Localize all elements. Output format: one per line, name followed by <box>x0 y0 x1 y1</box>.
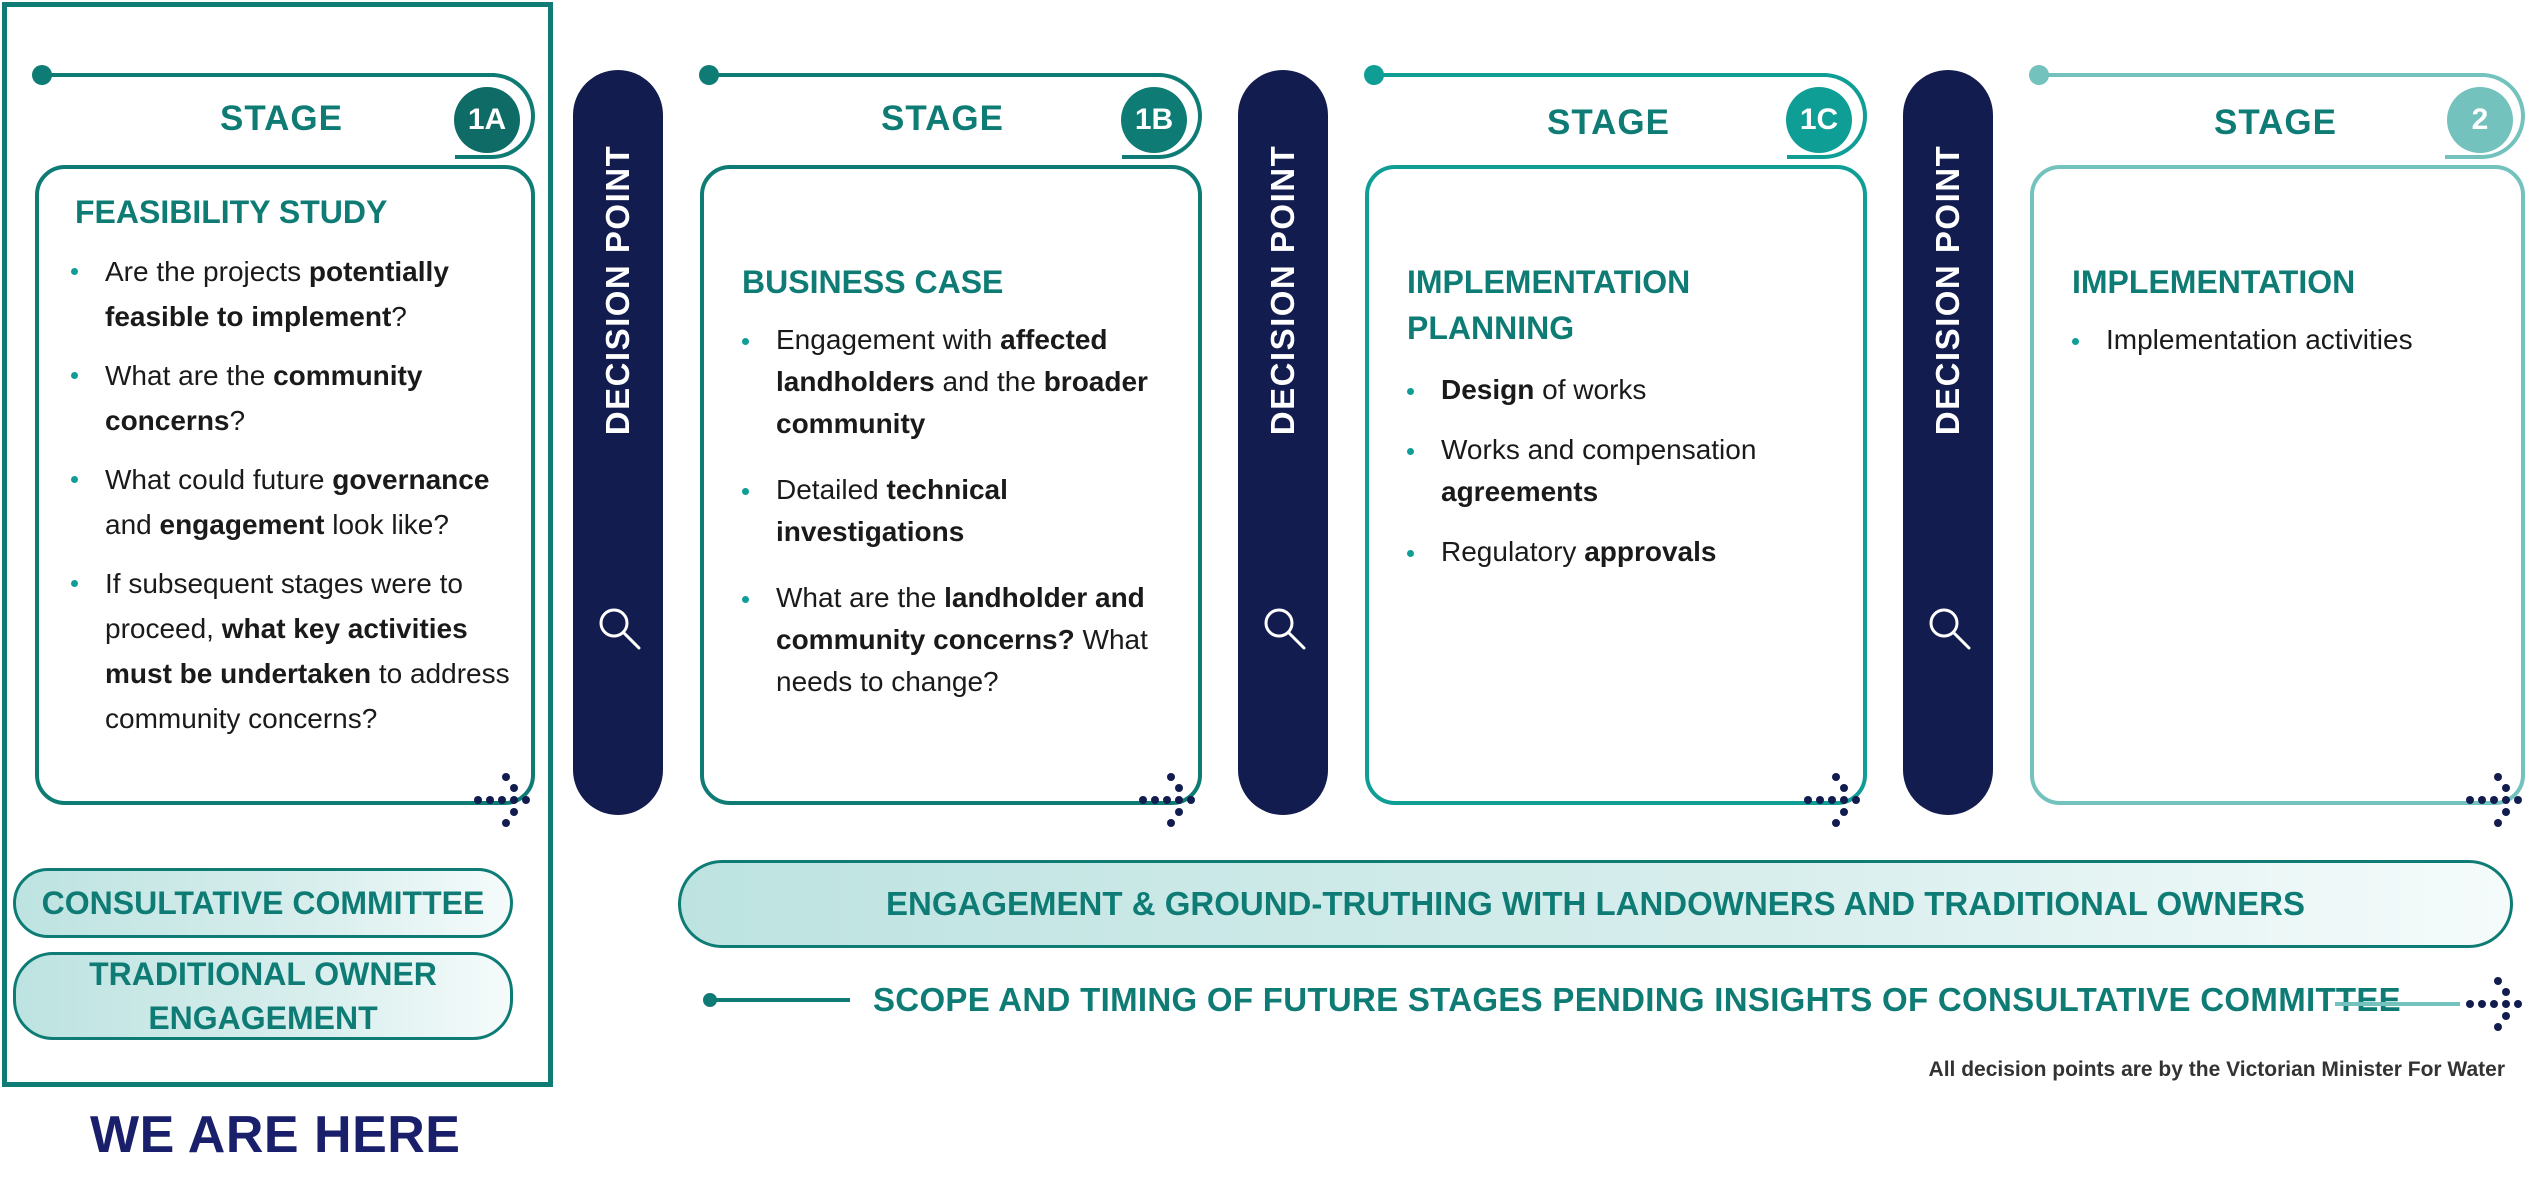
list-item: Engagement with affected landholders and… <box>740 319 1190 445</box>
list-item: What are the landholder and community co… <box>740 577 1190 703</box>
stage-2-header: STAGE 2 <box>2029 65 2525 163</box>
list-item: Are the projects potentially feasible to… <box>69 249 529 339</box>
stage-label: STAGE <box>881 99 1004 138</box>
list-item: Regulatory approvals <box>1405 531 1855 573</box>
stage-label: STAGE <box>220 99 343 138</box>
footnote: All decision points are by the Victorian… <box>1928 1058 2505 1081</box>
consultative-committee-pill: CONSULTATIVE COMMITTEE <box>13 868 513 938</box>
list-item: Detailed technical investigations <box>740 469 1190 553</box>
list-item: What are the community concerns? <box>69 353 529 443</box>
magnifier-icon <box>1929 608 1971 650</box>
engagement-banner: ENGAGEMENT & GROUND-TRUTHING WITH LANDOW… <box>678 860 2513 948</box>
stage-2-bullets: Implementation activities <box>2070 319 2510 375</box>
decision-point-label: DECISION POINT <box>599 144 636 436</box>
list-item: Implementation activities <box>2070 319 2510 361</box>
dots-arrow-icon <box>2466 977 2522 1031</box>
decision-point-label: DECISION POINT <box>1264 144 1301 436</box>
scope-timeline-line-left <box>710 998 850 1002</box>
stage-number-badge: 1C <box>1786 87 1852 153</box>
stage-number-badge: 1B <box>1121 87 1187 153</box>
we-are-here-label: WE ARE HERE <box>90 1106 461 1164</box>
magnifier-icon <box>599 608 641 650</box>
stage-1b-bullets: Engagement with affected landholders and… <box>740 319 1190 717</box>
decision-point-3: DECISION POINT <box>1903 70 1993 815</box>
stage-number-badge: 2 <box>2447 87 2513 153</box>
timeline-dot <box>32 65 52 85</box>
traditional-owner-engagement-pill: TRADITIONAL OWNER ENGAGEMENT <box>13 952 513 1040</box>
stage-number-badge: 1A <box>454 87 520 153</box>
stage-2-card: IMPLEMENTATION Implementation activities <box>2030 165 2525 805</box>
stage-1b-title: BUSINESS CASE <box>742 264 1004 300</box>
stage-1a-bullets: Are the projects potentially feasible to… <box>69 249 529 755</box>
stage-1b-card: BUSINESS CASE Engagement with affected l… <box>700 165 1202 805</box>
dots-arrow-icon <box>2466 773 2522 827</box>
list-item: Works and compensation agreements <box>1405 429 1855 513</box>
magnifier-icon <box>1264 608 1306 650</box>
stage-1c-bullets: Design of works Works and compensation a… <box>1405 369 1855 587</box>
list-item: What could future governance and engagem… <box>69 457 529 547</box>
dots-arrow-icon <box>474 773 530 827</box>
stage-label: STAGE <box>2214 103 2337 142</box>
scope-timeline-line-right <box>2335 1002 2460 1006</box>
decision-point-1: DECISION POINT <box>573 70 663 815</box>
timeline-dot <box>1364 65 1384 85</box>
decision-point-label: DECISION POINT <box>1929 144 1966 436</box>
stage-1a-card: FEASIBILITY STUDY Are the projects poten… <box>35 165 535 805</box>
stage-label: STAGE <box>1547 103 1670 142</box>
stage-1b-header: STAGE 1B <box>699 65 1202 163</box>
dots-arrow-icon <box>1804 773 1860 827</box>
current-stage-highlight <box>2 2 553 1087</box>
timeline-dot <box>2029 65 2049 85</box>
timeline-dot <box>699 65 719 85</box>
list-item: Design of works <box>1405 369 1855 411</box>
stage-1a-header: STAGE 1A <box>32 65 535 163</box>
dots-arrow-icon <box>1139 773 1195 827</box>
stage-2-title: IMPLEMENTATION <box>2072 264 2356 300</box>
stage-1c-header: STAGE 1C <box>1364 65 1867 163</box>
decision-point-2: DECISION POINT <box>1238 70 1328 815</box>
scope-text: SCOPE AND TIMING OF FUTURE STAGES PENDIN… <box>873 981 2401 1018</box>
list-item: If subsequent stages were to proceed, wh… <box>69 561 529 741</box>
stage-1a-title: FEASIBILITY STUDY <box>75 194 388 230</box>
